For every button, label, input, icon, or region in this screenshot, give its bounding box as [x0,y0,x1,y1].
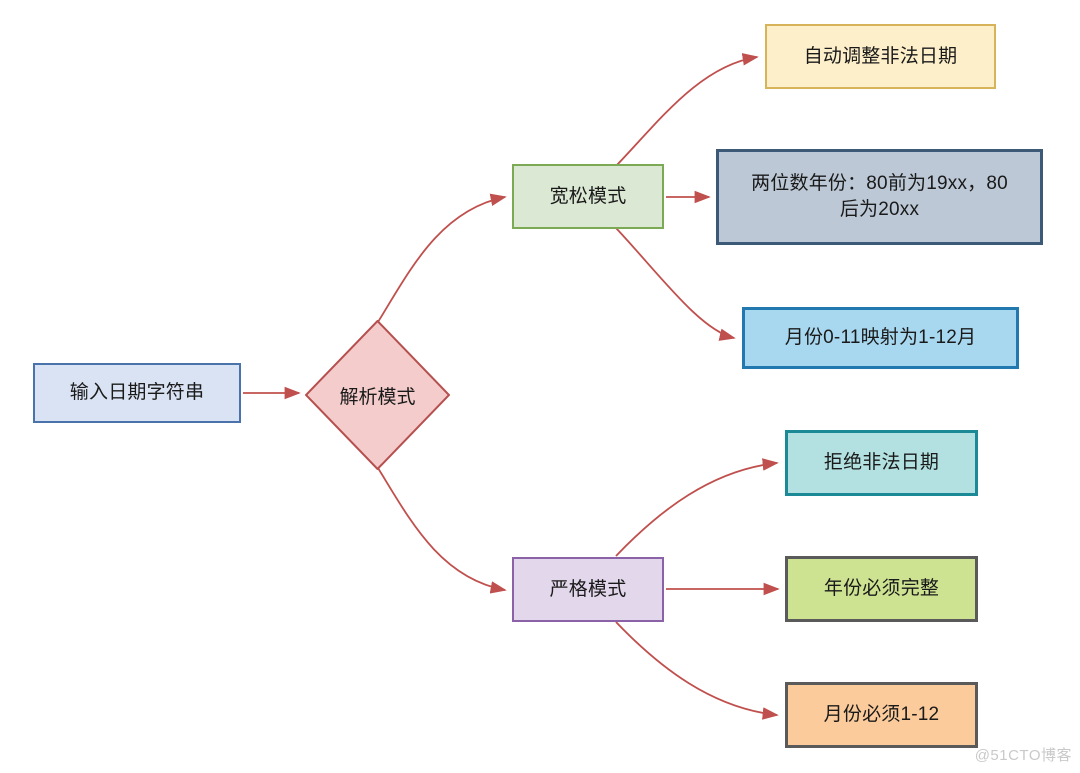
node-parse-mode[interactable]: 解析模式 [305,320,450,470]
edge-paths-group [243,53,780,720]
edge-strict-mode-to-reject-invalid [615,458,779,557]
node-label-lenient-mode: 宽松模式 [549,185,627,207]
edge-strict-mode-to-month-range [615,621,779,720]
node-two-digit-year[interactable]: 两位数年份：80前为19xx，80 后为20xx [716,149,1043,245]
edge-lenient-mode-to-month-mapping [615,227,736,341]
node-lenient-mode[interactable]: 宽松模式 [512,164,664,229]
node-label-two-digit-year: 两位数年份：80前为19xx，80 后为20xx [751,173,1008,220]
edge-parse-mode-to-strict-mode [377,467,507,594]
node-reject-invalid[interactable]: 拒绝非法日期 [785,430,978,496]
diamond-label-wrap-parse-mode: 解析模式 [305,320,450,470]
diamond-shape-parse-mode [305,320,450,470]
node-label-parse-mode: 解析模式 [339,386,416,408]
node-label-month-range: 月份必须1-12 [823,704,940,726]
node-label-auto-adjust: 自动调整非法日期 [803,45,958,67]
node-auto-adjust[interactable]: 自动调整非法日期 [765,24,996,89]
watermark-label: @51CTO博客 [974,747,1072,764]
node-month-mapping[interactable]: 月份0-11映射为1-12月 [742,307,1019,369]
node-label-reject-invalid: 拒绝非法日期 [823,452,940,474]
node-label-month-mapping: 月份0-11映射为1-12月 [784,327,977,349]
node-month-range[interactable]: 月份必须1-12 [785,682,978,748]
node-label-strict-mode: 严格模式 [549,578,627,600]
node-label-input: 输入日期字符串 [69,382,205,404]
node-input[interactable]: 输入日期字符串 [33,363,241,423]
node-year-complete[interactable]: 年份必须完整 [785,556,978,622]
node-label-year-complete: 年份必须完整 [823,578,940,600]
edge-lenient-mode-to-auto-adjust [615,53,759,167]
node-strict-mode[interactable]: 严格模式 [512,557,664,622]
edge-parse-mode-to-lenient-mode [377,193,507,323]
